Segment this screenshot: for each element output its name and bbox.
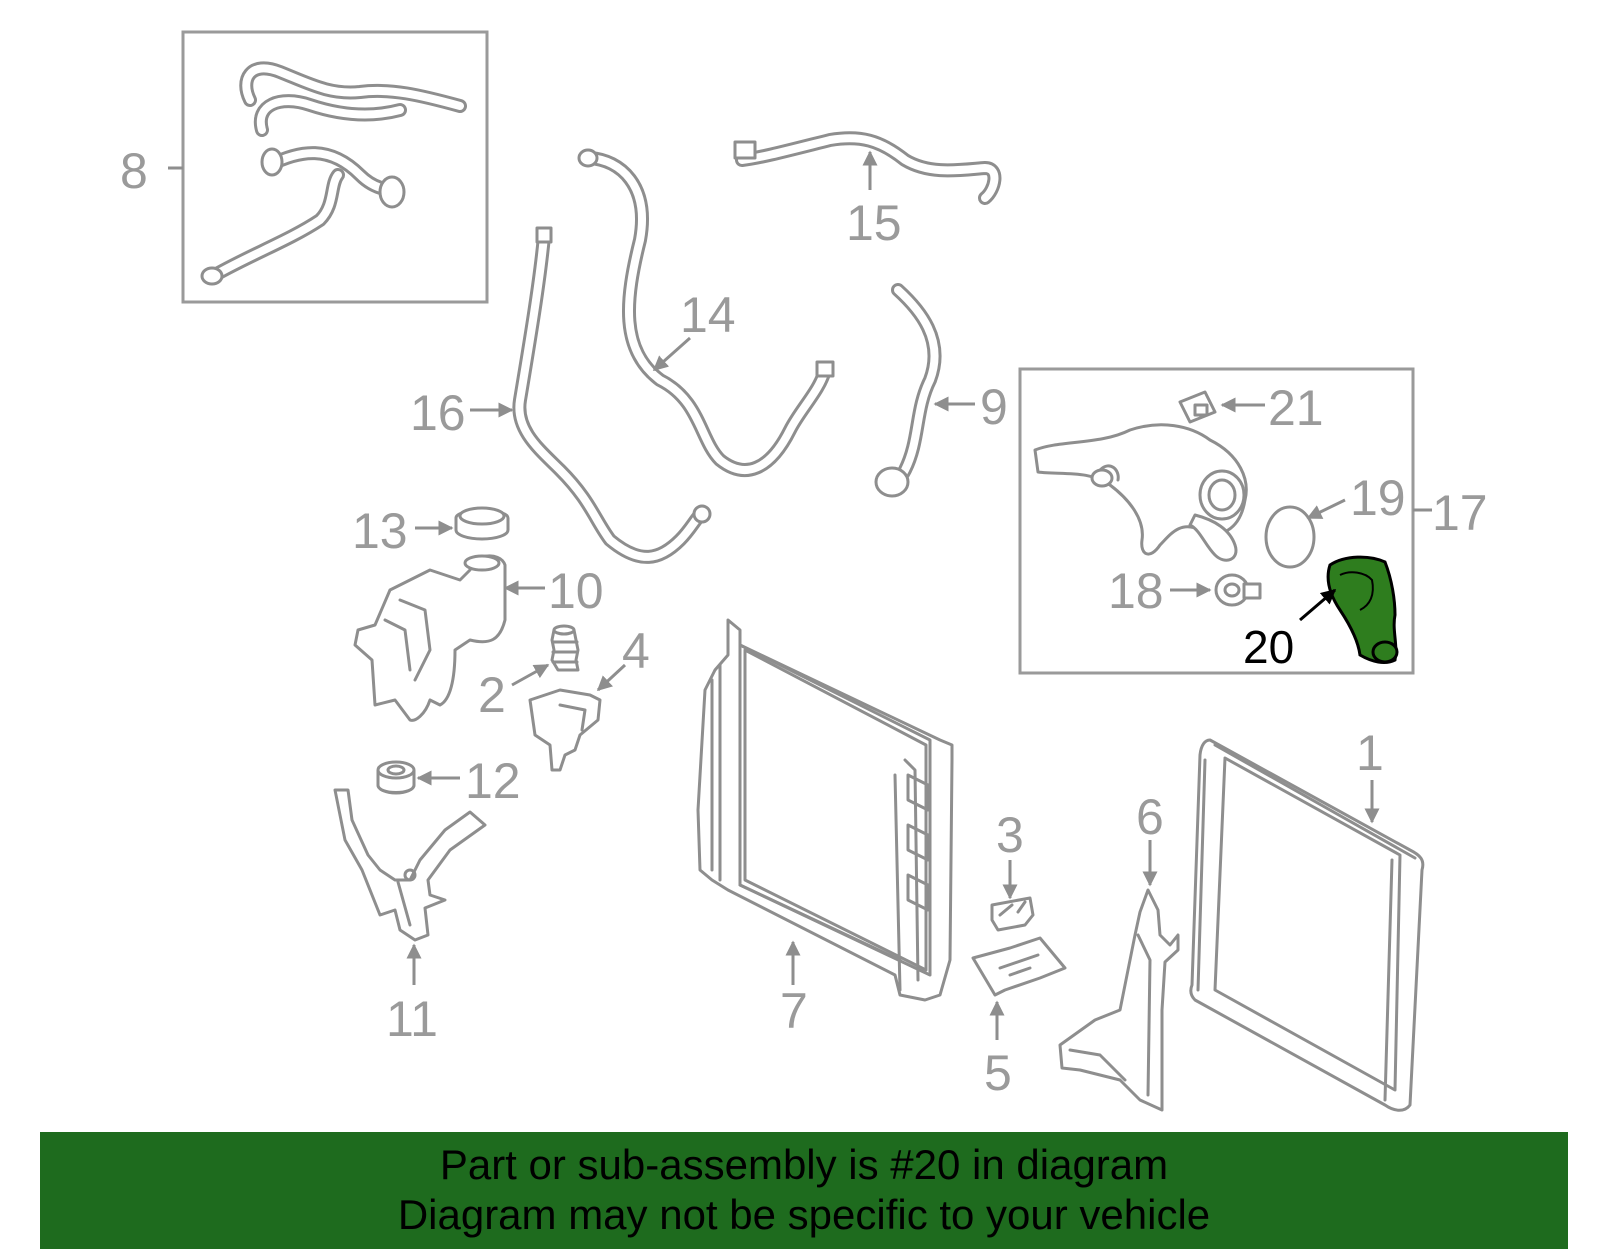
part-12-grommet (376, 760, 416, 795)
part-3-clip (990, 896, 1035, 932)
part-9-hose (874, 283, 942, 498)
callout-17: 17 (1432, 485, 1488, 541)
part-6-deflector (1058, 888, 1180, 1112)
part-5-plate (971, 936, 1067, 997)
part-16-hose (512, 226, 712, 564)
part-18-thermostat (1214, 573, 1262, 607)
part-4-bracket (528, 688, 602, 772)
part-7-condenser (696, 618, 954, 1002)
info-banner: Part or sub-assembly is #20 in diagram D… (40, 1132, 1568, 1249)
part-13-cap (454, 506, 510, 541)
banner-line-2: Diagram may not be specific to your vehi… (397, 1191, 1211, 1238)
callout-12: 12 (465, 753, 521, 809)
callout-14: 14 (680, 287, 736, 343)
callout-10: 10 (548, 563, 604, 619)
callout-8: 8 (120, 143, 148, 199)
callout-21: 21 (1268, 380, 1324, 436)
callout-13: 13 (352, 503, 408, 559)
callout-19: 19 (1350, 470, 1406, 526)
part-10-reservoir (353, 554, 507, 722)
callout-7: 7 (780, 983, 808, 1039)
part-11-bracket (333, 788, 487, 942)
part-17-housing (1033, 423, 1248, 562)
callout-5: 5 (984, 1045, 1012, 1101)
leader-20 (1299, 588, 1337, 622)
callout-15: 15 (846, 195, 902, 251)
callout-2: 2 (478, 667, 506, 723)
callout-9: 9 (980, 379, 1008, 435)
part-8-hoses (200, 61, 467, 286)
callout-3: 3 (996, 807, 1024, 863)
part-1-radiator (1189, 738, 1425, 1112)
banner-line-1: Part or sub-assembly is #20 in diagram (439, 1141, 1169, 1188)
callout-18: 18 (1108, 563, 1164, 619)
callout-11: 11 (386, 991, 438, 1047)
part-15-hose (733, 131, 1002, 205)
callout-1: 1 (1356, 725, 1384, 781)
part-20-flange (1326, 555, 1399, 664)
callout-20: 20 (1243, 621, 1294, 673)
callout-6: 6 (1136, 789, 1164, 845)
part-19-oring (1264, 505, 1316, 569)
assembly-box-17 (1018, 367, 1415, 675)
part-21-sensor (1178, 390, 1217, 424)
callout-16: 16 (410, 385, 466, 441)
part-14-hose (577, 148, 835, 477)
callout-4: 4 (622, 623, 650, 679)
part-2-bumpstop (550, 624, 580, 672)
